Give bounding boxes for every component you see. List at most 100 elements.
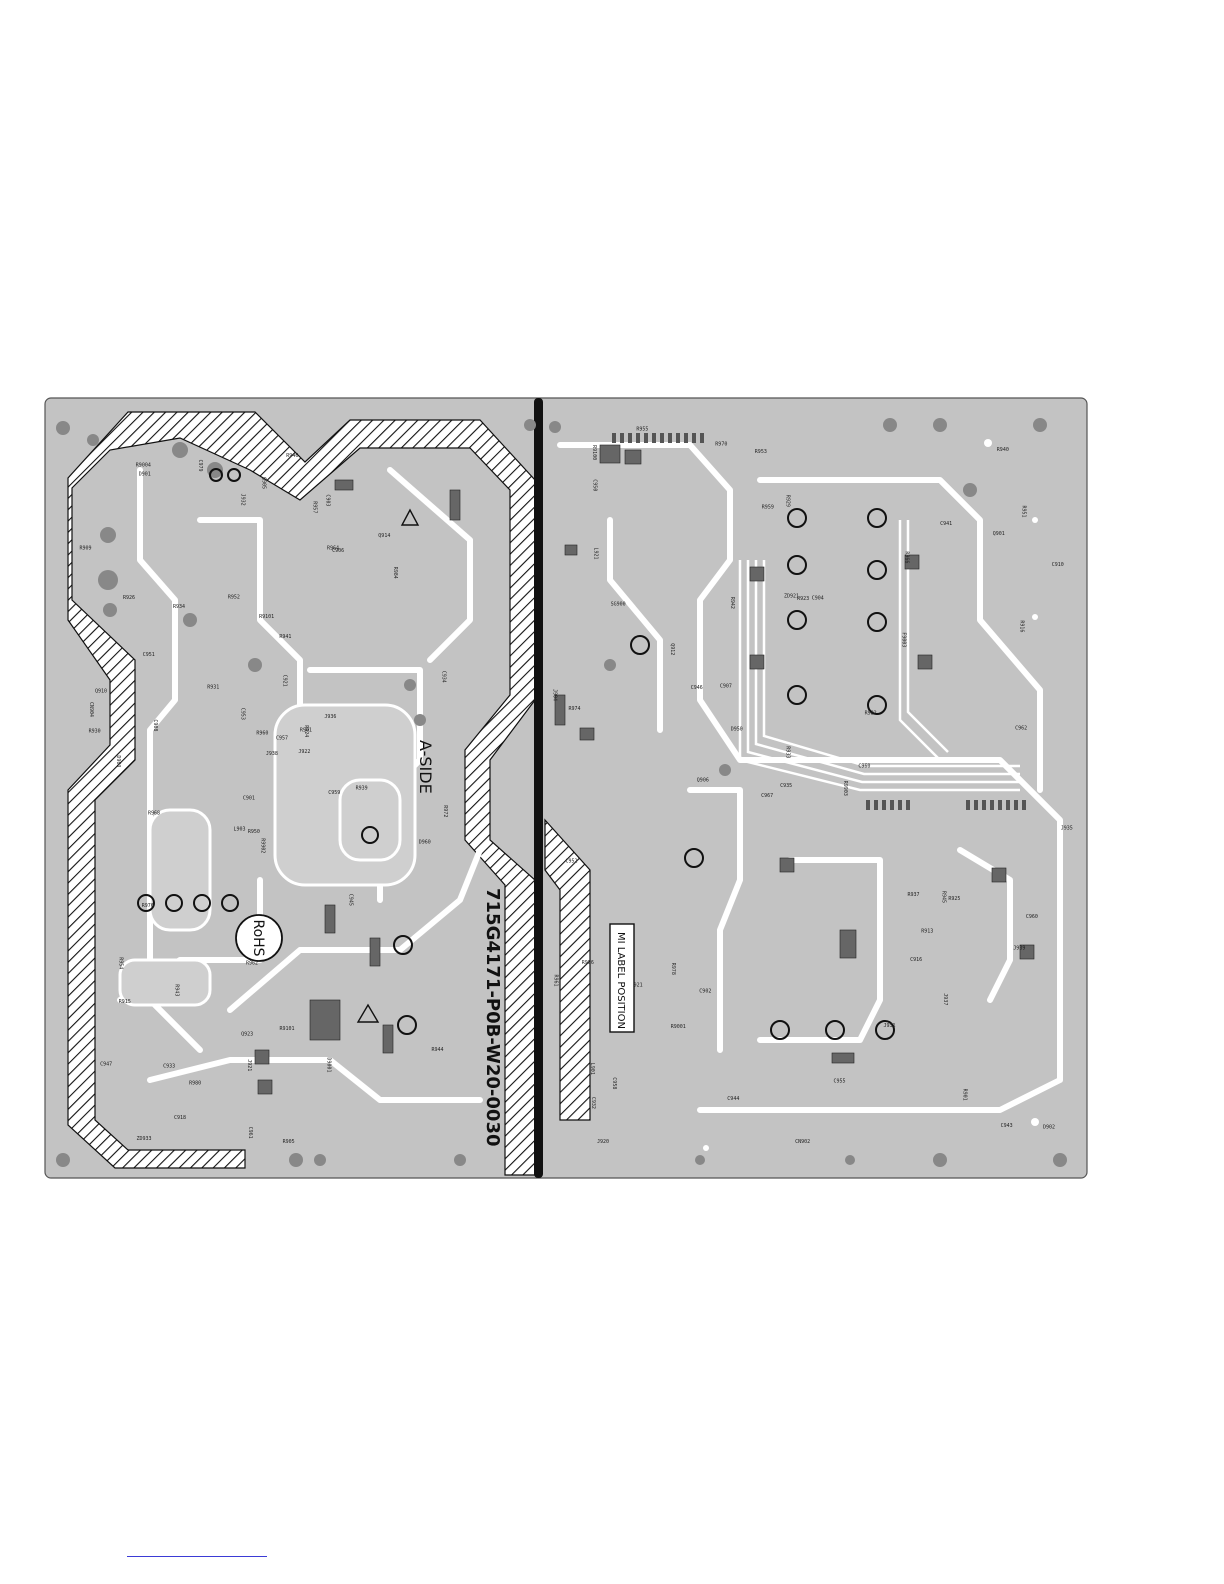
component-ref-label: R956 — [582, 960, 594, 966]
component-ref-label: C943 — [1001, 1123, 1013, 1129]
component-ref-label: R931 — [207, 685, 219, 691]
component-ref-label: C916 — [910, 957, 922, 963]
component-ref-label: C955 — [834, 1078, 846, 1084]
side-label: A-SIDE — [416, 740, 435, 794]
component-ref-label: J932 — [240, 494, 246, 506]
component-ref-label: C901 — [243, 796, 255, 802]
component-ref-label: D902 — [1043, 1124, 1055, 1130]
component-ref-label: R937 — [908, 892, 920, 898]
part-number-label: 715G4171-P0B-W20-0030 — [482, 888, 503, 1147]
smd-parts — [254, 444, 1035, 1095]
component-ref-label: C908 — [152, 719, 158, 731]
component-ref-label: C957 — [276, 735, 288, 741]
component-ref-label: ZD921 — [784, 594, 799, 600]
component-ref-label: Q910 — [95, 689, 107, 695]
component-ref-label: R913 — [921, 928, 933, 934]
component-ref-label: C941 — [940, 521, 952, 527]
component-ref-label: R957 — [311, 501, 317, 513]
component-ref-label: R962 — [246, 961, 258, 967]
component-ref-label: C952 — [566, 858, 578, 864]
mi-label-text: MI LABEL POSITION — [615, 932, 626, 1029]
component-ref-label: R923 — [797, 596, 809, 602]
component-ref-label: J904 — [552, 689, 558, 701]
component-ref-label: C910 — [1052, 562, 1064, 568]
component-ref-label: J937 — [942, 993, 948, 1005]
component-ref-label: R9101 — [280, 1026, 295, 1032]
component-ref-label: C951 — [143, 652, 155, 658]
component-ref-label: L921 — [593, 548, 599, 560]
component-ref-label: C903 — [324, 494, 330, 506]
component-ref-label: ZD933 — [137, 1136, 152, 1142]
component-ref-label: J939 — [1013, 946, 1025, 952]
component-ref-label: R980 — [189, 1081, 201, 1087]
component-label-layer: R9902SG900C901L901R901C902C903C904C906R9… — [80, 427, 1073, 1145]
component-ref-label: D9001 — [326, 1057, 332, 1072]
component-ref-label: R976 — [142, 903, 154, 909]
mi-label-position-box: MI LABEL POSITION — [609, 923, 635, 1033]
component-ref-label: C902 — [699, 989, 711, 995]
component-ref-label: R945 — [940, 891, 946, 903]
component-ref-label: R974 — [569, 706, 581, 712]
component-ref-label: R940 — [997, 447, 1009, 453]
component-ref-label: C932 — [590, 1097, 596, 1109]
component-ref-label: R941 — [279, 634, 291, 640]
component-ref-label: C979 — [197, 460, 203, 472]
component-ref-label: D901 — [139, 472, 151, 478]
component-ref-label: R924 — [303, 725, 309, 737]
component-ref-label: C947 — [100, 1062, 112, 1068]
component-ref-label: R943 — [173, 984, 179, 996]
component-ref-label: R944 — [432, 1047, 444, 1053]
component-ref-label: R984 — [392, 567, 398, 579]
component-ref-label: R909 — [80, 546, 92, 552]
component-ref-label: R946 — [286, 453, 298, 459]
component-ref-label: R954 — [118, 957, 124, 969]
component-ref-label: J922 — [298, 749, 310, 755]
component-ref-label: J935 — [1061, 826, 1073, 832]
component-ref-label: R970 — [715, 442, 727, 448]
component-ref-label: R930 — [89, 729, 101, 735]
component-ref-label: C946 — [691, 685, 703, 691]
component-ref-label: CN904 — [88, 702, 94, 717]
component-ref-label: J931 — [884, 1023, 896, 1029]
component-ref-label: R929 — [784, 495, 790, 507]
component-ref-label: R934 — [173, 604, 185, 610]
component-ref-label: Q912 — [669, 643, 675, 655]
component-ref-label: D960 — [419, 840, 431, 846]
component-ref-label: CN902 — [795, 1139, 810, 1145]
hv-warning-icon — [356, 508, 420, 1023]
component-ref-label: F9003 — [901, 632, 907, 647]
component-ref-label: R953 — [755, 449, 767, 455]
component-ref-label: C961 — [247, 1127, 253, 1139]
component-ref-label: R905 — [283, 1139, 295, 1145]
component-ref-label: C921 — [281, 675, 287, 687]
rohs-label: RoHS — [250, 919, 266, 956]
pads — [56, 418, 1067, 1167]
component-ref-label: R955 — [636, 427, 648, 433]
component-ref-label: C933 — [163, 1064, 175, 1070]
component-ref-label: J921 — [246, 1059, 252, 1071]
component-ref-label: C958 — [611, 1077, 617, 1089]
component-ref-label: R926 — [123, 595, 135, 601]
component-ref-label: R925 — [948, 896, 960, 902]
component-ref-label: R961 — [552, 975, 558, 987]
component-ref-label: R9902 — [259, 838, 265, 853]
component-ref-label: C918 — [174, 1115, 186, 1121]
component-ref-label: R964 — [327, 545, 339, 551]
component-ref-label: J938 — [266, 751, 278, 757]
component-ref-label: R968 — [148, 811, 160, 817]
component-ref-label: R933 — [785, 746, 791, 758]
component-ref-label: C935 — [780, 783, 792, 789]
component-ref-label: Q923 — [241, 1031, 253, 1037]
footer-link-underline — [127, 1556, 267, 1557]
component-ref-label: R9004 — [136, 463, 151, 469]
component-ref-label: R921 — [631, 982, 643, 988]
component-ref-label: R978 — [670, 963, 676, 975]
component-ref-label: R901 — [961, 1089, 967, 1101]
component-ref-label: C944 — [727, 1096, 739, 1102]
component-ref-label: Q906 — [697, 778, 709, 784]
component-ref-label: D903 — [115, 755, 121, 767]
component-ref-label: Q914 — [378, 533, 390, 539]
component-ref-label: R951 — [1021, 506, 1027, 518]
component-ref-label: C967 — [761, 793, 773, 799]
component-ref-label: L901 — [589, 1063, 595, 1075]
